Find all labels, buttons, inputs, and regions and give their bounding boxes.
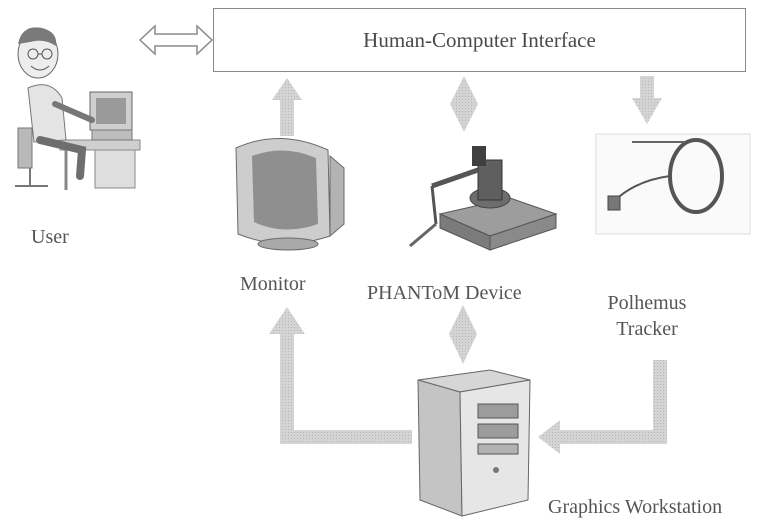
phantom-device-illustration (409, 146, 558, 251)
polhemus-tracker-illustration (595, 133, 751, 235)
user-interface-double-arrow (138, 24, 214, 56)
user-illustration (15, 27, 141, 190)
workstation-to-monitor-arrow (269, 307, 412, 444)
human-computer-interface-box: Human-Computer Interface (213, 8, 746, 72)
interface-title: Human-Computer Interface (363, 27, 596, 52)
phantom-interface-diamond-arrow (450, 76, 478, 132)
polhemus-label-line1: Polhemus (607, 292, 687, 314)
phantom-device-label: PHANToM Device (367, 282, 522, 304)
polhemus-to-workstation-arrow (538, 360, 667, 454)
monitor-illustration (235, 138, 345, 251)
graphics-workstation-label: Graphics Workstation (548, 496, 723, 518)
workstation-illustration (417, 369, 531, 517)
monitor-label: Monitor (240, 273, 306, 295)
polhemus-tracker-label: Polhemus Tracker (600, 290, 694, 342)
phantom-workstation-diamond-arrow (449, 305, 477, 364)
polhemus-label-line2: Tracker (616, 318, 678, 340)
user-label: User (31, 226, 69, 248)
interface-to-polhemus-arrow (632, 76, 662, 124)
monitor-to-interface-arrow (272, 78, 302, 136)
